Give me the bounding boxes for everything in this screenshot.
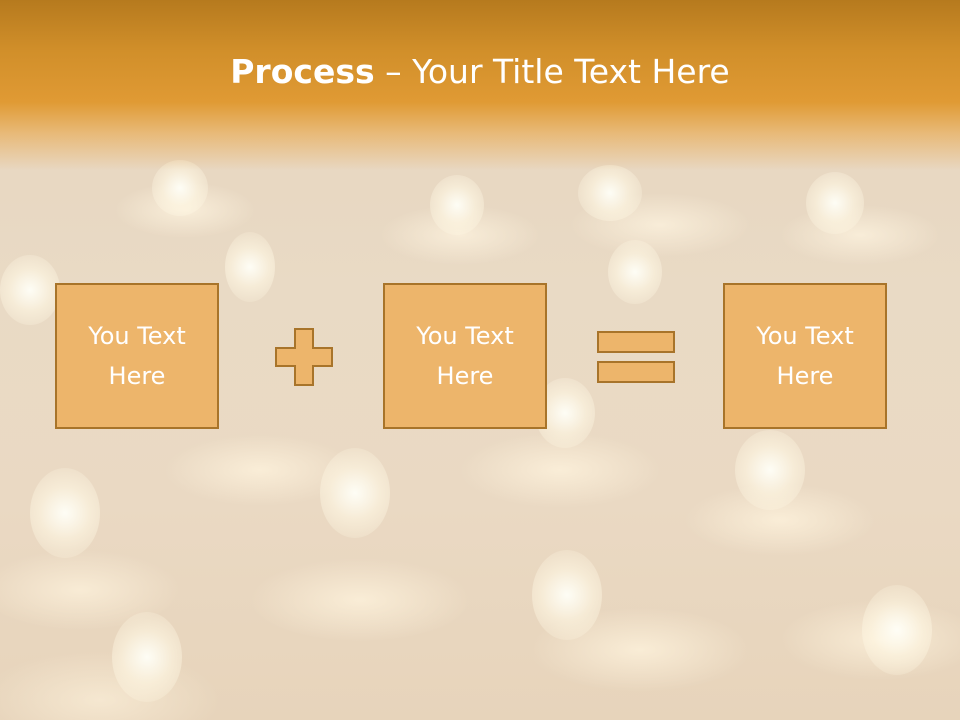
candle-flame xyxy=(225,232,275,302)
candle-flame xyxy=(320,448,390,538)
candle-flame xyxy=(735,430,805,510)
candle-flame xyxy=(862,585,932,675)
process-box-2[interactable]: You Text Here xyxy=(383,283,547,429)
plus-icon xyxy=(275,328,333,386)
equals-icon xyxy=(597,331,675,383)
candle-flame xyxy=(578,165,642,221)
title-bar xyxy=(0,0,960,170)
candle-flame xyxy=(806,172,864,234)
candle-flame xyxy=(30,468,100,558)
candle-flame xyxy=(0,255,60,325)
title-rest-text: – Your Title Text Here xyxy=(374,52,730,91)
candle-flame xyxy=(532,550,602,640)
candle-flame xyxy=(430,175,484,235)
process-box-label: You Text Here xyxy=(88,322,186,390)
candle-flame xyxy=(112,612,182,702)
slide-title[interactable]: Process – Your Title Text Here xyxy=(0,52,960,91)
candle-flame xyxy=(608,240,662,304)
title-bold-text: Process xyxy=(230,52,375,91)
process-box-3[interactable]: You Text Here xyxy=(723,283,887,429)
process-box-label: You Text Here xyxy=(756,322,854,390)
process-box-1[interactable]: You Text Here xyxy=(55,283,219,429)
process-box-label: You Text Here xyxy=(416,322,514,390)
